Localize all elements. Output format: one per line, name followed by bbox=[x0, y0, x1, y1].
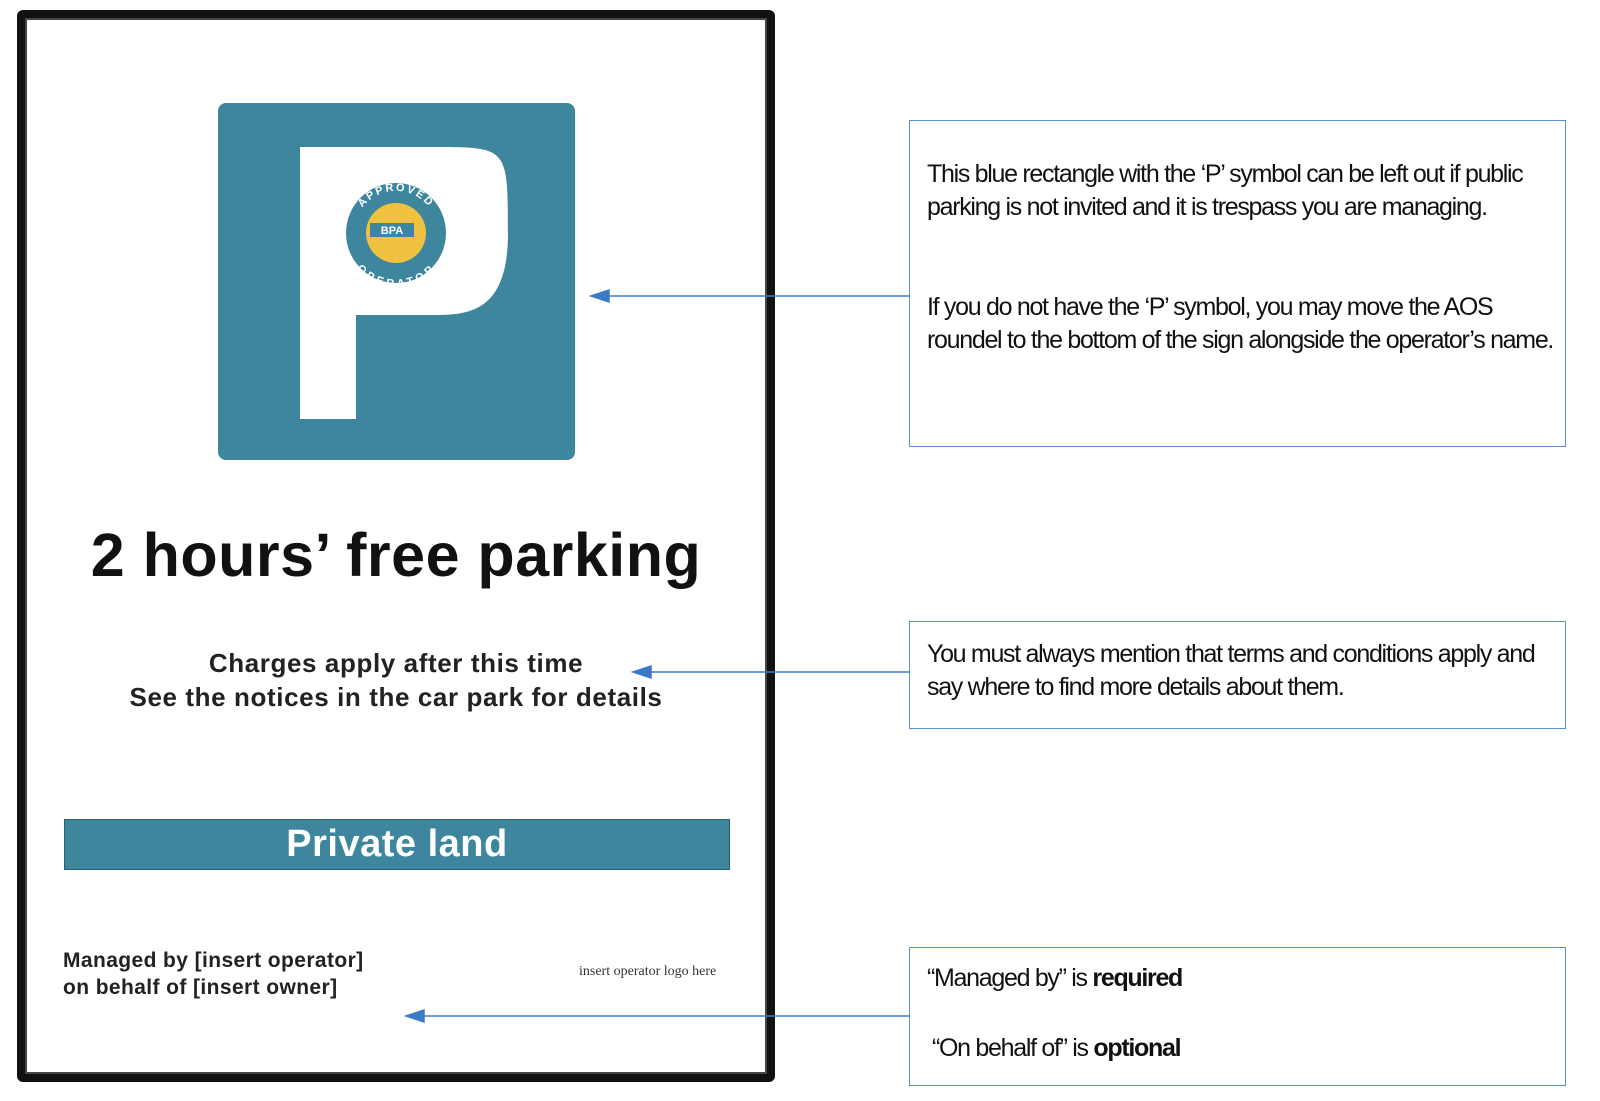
note-terms-text: You must always mention that terms and c… bbox=[927, 640, 1536, 701]
arrow-head-p-symbol bbox=[588, 288, 610, 304]
charges-line-2: See the notices in the car park for deta… bbox=[129, 682, 663, 712]
private-land-banner: Private land bbox=[64, 819, 730, 870]
note-terms: You must always mention that terms and c… bbox=[909, 621, 1566, 729]
operator-logo-placeholder: insert operator logo here bbox=[579, 964, 717, 979]
note-managed-by: “Managed by” is required “On behalf of” … bbox=[909, 947, 1566, 1086]
sign-headline: 2 hours’ free parking bbox=[90, 521, 702, 589]
managed-by-line: Managed by [insert operator] bbox=[63, 949, 364, 972]
charges-text: Charges apply after this time See the no… bbox=[17, 646, 775, 714]
note-p-symbol-text-2: If you do not have the ‘P’ symbol, you m… bbox=[927, 293, 1554, 354]
managed-by-text: Managed by [insert operator] on behalf o… bbox=[63, 947, 364, 1001]
arrow-head-managed bbox=[403, 1008, 425, 1024]
arrow-head-terms bbox=[630, 664, 652, 680]
on-behalf-of-line: on behalf of [insert owner] bbox=[63, 976, 338, 999]
svg-text:BPA: BPA bbox=[381, 225, 403, 237]
note-managed-required: “Managed by” is required bbox=[927, 964, 1183, 992]
note-p-symbol: This blue rectangle with the ‘P’ symbol … bbox=[909, 120, 1566, 447]
bpa-approved-operator-roundel: BPA APPROVED OPERATOR bbox=[346, 182, 446, 290]
parking-p-symbol: BPA APPROVED OPERATOR bbox=[218, 103, 575, 460]
charges-line-1: Charges apply after this time bbox=[208, 648, 584, 678]
note-behalf-optional: “On behalf of” is optional bbox=[932, 1034, 1182, 1062]
note-p-symbol-text-1: This blue rectangle with the ‘P’ symbol … bbox=[927, 160, 1524, 221]
